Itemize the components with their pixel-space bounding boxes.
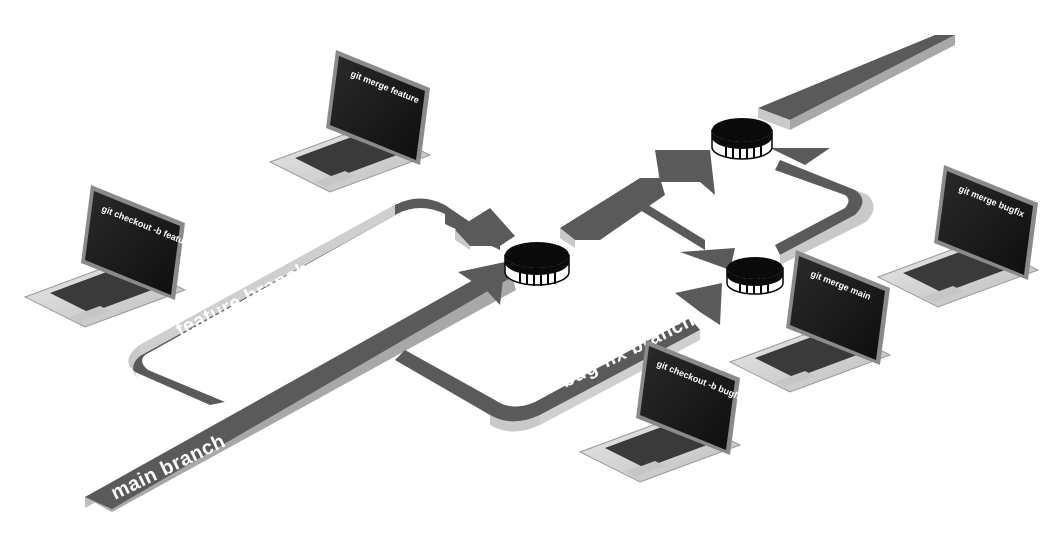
main-branch-label: main branch [108,430,229,504]
laptop-merge-bugfix: git merge bugfix [876,165,1040,308]
main-arrow [458,262,505,305]
laptop-merge-feature: git merge feature [268,50,432,193]
laptop-checkout-feature: git checkout -b feature [23,185,193,328]
main-branch-track [85,265,516,512]
feature-branch-label: feature branch [173,258,314,342]
tracks [85,35,955,512]
laptop-checkout-bugfix: git checkout -b bugfix [578,340,746,483]
upper-loop-track [560,148,874,270]
commit-node-bugfix-merge [726,257,784,295]
commit-node-feature-merge [504,242,570,286]
commit-nodes [504,118,784,295]
commit-node-top-merge [711,118,773,160]
laptop-merge-main: git merge main [728,250,892,393]
exit-track [758,35,955,130]
feature-arrow [455,208,515,250]
